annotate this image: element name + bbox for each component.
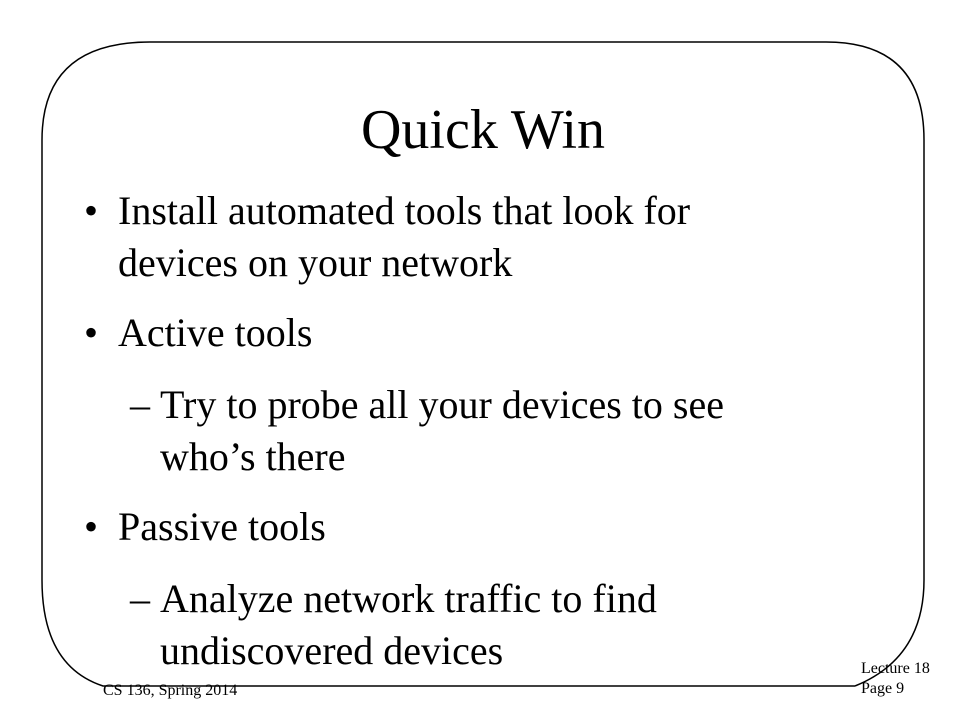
- sub-bullet-text-line: Analyze network traffic to find: [160, 576, 657, 621]
- bullet-text-line: Passive tools: [118, 504, 326, 549]
- footer-lecture: Lecture 18: [861, 660, 930, 677]
- bullet-text-line: devices on your network: [118, 240, 513, 285]
- slide-title: Quick Win: [360, 99, 605, 161]
- sub-bullet-text-line: Try to probe all your devices to see: [160, 382, 724, 427]
- bullet-marker: •: [84, 310, 99, 355]
- sub-bullet-text-line: who’s there: [160, 434, 346, 479]
- rounded-border: [41, 41, 925, 687]
- bullet-text-line: Active tools: [118, 310, 313, 355]
- footer-course: CS 136, Spring 2014: [103, 682, 238, 699]
- bullet-text-line: Install automated tools that look for: [118, 188, 691, 233]
- footer-lecture-info: Lecture 18 Page 9: [861, 659, 930, 699]
- sub-bullet-marker: –: [130, 576, 150, 621]
- sub-bullet-text-line: undiscovered devices: [160, 628, 504, 673]
- sub-bullet-marker: –: [130, 382, 150, 427]
- footer-page: Page 9: [861, 680, 905, 697]
- bullet-marker: •: [84, 504, 99, 549]
- bullet-marker: •: [84, 188, 99, 233]
